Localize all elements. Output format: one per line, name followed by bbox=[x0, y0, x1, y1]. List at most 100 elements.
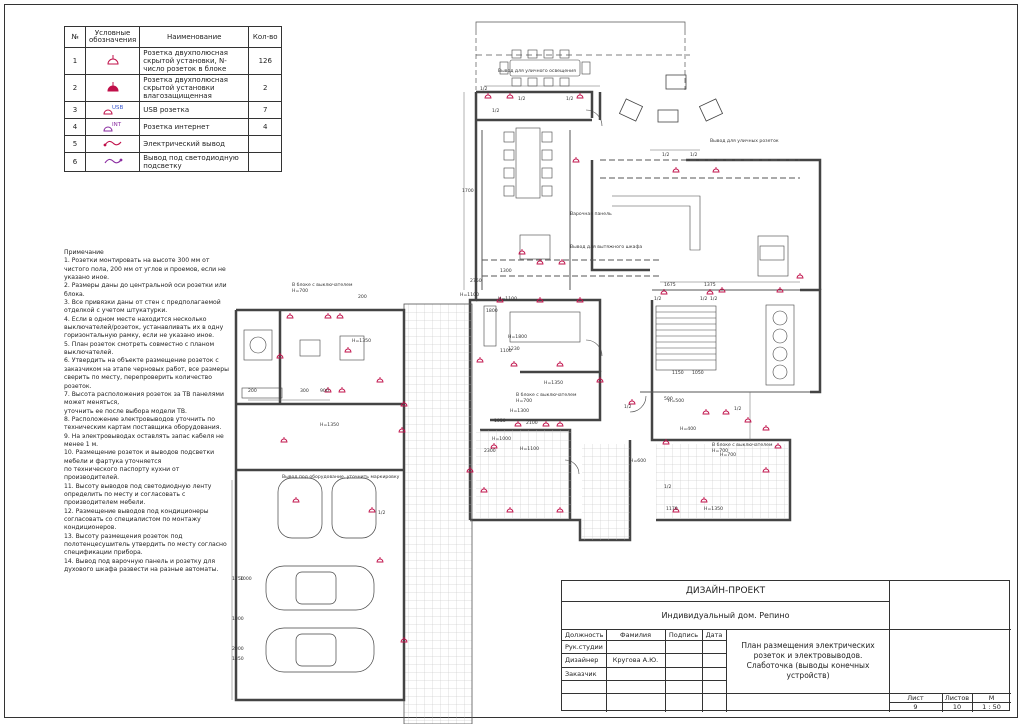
socket-marker bbox=[510, 361, 518, 367]
legend-qty: 126 bbox=[248, 47, 283, 75]
socket-marker bbox=[514, 421, 522, 427]
socket-marker bbox=[628, 399, 636, 405]
socket-marker bbox=[744, 417, 752, 423]
socket-marker bbox=[336, 313, 344, 319]
role-header: Должность bbox=[565, 630, 604, 639]
title-block: ДИЗАЙН-ПРОЕКТ Индивидуальный дом. Репино… bbox=[561, 580, 1011, 712]
note-line: уточнить ее после выбора модели ТВ. bbox=[64, 407, 187, 415]
socket-marker bbox=[572, 157, 580, 163]
socket-marker bbox=[518, 249, 526, 255]
dimension-label: 2100 bbox=[526, 420, 538, 426]
note-line: 4. Если в одном месте находится нескольк… bbox=[64, 315, 207, 323]
sheets-total: 10 bbox=[952, 703, 962, 711]
dimension-lines bbox=[231, 85, 800, 700]
note-line: по технического паспорту кухни от bbox=[64, 465, 180, 473]
dimension-label: 1/2 bbox=[566, 96, 573, 102]
socket-marker bbox=[576, 93, 584, 99]
sheets-label: Листов bbox=[944, 693, 970, 702]
tiled-bathroom bbox=[476, 430, 572, 518]
tiled-room bbox=[656, 444, 788, 518]
socket-marker bbox=[344, 347, 352, 353]
note-line: 10. Размещение розеток и выводов подсвет… bbox=[64, 449, 215, 457]
socket-marker bbox=[376, 557, 384, 563]
notes-block: Примечание 1. Розетки монтировать на выс… bbox=[64, 249, 232, 574]
note-line: 9. На электровыводах оставлять запас каб… bbox=[64, 432, 224, 440]
socket-marker bbox=[774, 443, 782, 449]
role-label: Заказчик bbox=[565, 669, 597, 678]
dimension-label: 1/2 bbox=[664, 484, 671, 490]
drawing-title: План размещения электрических розеток и … bbox=[741, 641, 875, 680]
note-line: спецификации прибора. bbox=[64, 549, 143, 557]
note-line: 5. План розеток смотреть совместно с пла… bbox=[64, 340, 215, 348]
dimension-label: 1/2 bbox=[710, 296, 717, 302]
socket-marker bbox=[536, 259, 544, 265]
note-line: отделкой с учетом штукатурки. bbox=[64, 307, 168, 315]
plan-label: Н=700 bbox=[516, 398, 532, 404]
dimension-label: 500 bbox=[664, 396, 673, 402]
note-line: менее 1 м. bbox=[64, 440, 99, 448]
signature-header: Подпись bbox=[668, 630, 699, 639]
plan-label: Н=700 bbox=[712, 448, 728, 454]
socket-marker bbox=[286, 313, 294, 319]
note-line: горизонтальную рамку, если не указано ин… bbox=[64, 332, 215, 340]
note-line: 13. Высоту размещения розеток под bbox=[64, 532, 183, 540]
note-line: согласовать со специалистом по монтажу bbox=[64, 516, 201, 523]
kitchen-equipment bbox=[483, 109, 647, 475]
led-outlet-icon bbox=[84, 152, 141, 172]
car bbox=[265, 565, 375, 611]
note-line: определить по месту и согласовать с bbox=[64, 490, 186, 498]
dimension-label: 1050 bbox=[692, 370, 704, 376]
socket-marker bbox=[292, 497, 300, 503]
socket-marker bbox=[400, 401, 408, 407]
legend-row: 4 INT Розетка интернет 4 bbox=[64, 118, 283, 136]
socket-marker bbox=[542, 421, 550, 427]
socket-marker bbox=[660, 289, 668, 295]
dimension-label: 1000 bbox=[232, 616, 244, 622]
outdoor-armchairs bbox=[618, 74, 724, 123]
dimension-label: 1170 bbox=[666, 506, 678, 512]
dimension-label: 1/2 bbox=[624, 404, 631, 410]
dimension-label: 1/2 bbox=[654, 296, 661, 302]
dimension-label: 1230 bbox=[508, 346, 520, 352]
socket-marker bbox=[556, 421, 564, 427]
scale-value: 1 : 50 bbox=[982, 703, 1001, 711]
dimension-label: 1850 bbox=[232, 656, 244, 662]
project-name: Индивидуальный дом. Репино bbox=[661, 610, 790, 620]
note-line: 6. Утвердить на объекте размещение розет… bbox=[64, 357, 219, 365]
height-label: Н=1100 bbox=[460, 292, 479, 298]
socket-marker bbox=[762, 467, 770, 473]
legend-qty: 2 bbox=[248, 74, 283, 102]
note-line: розеток. bbox=[64, 382, 92, 390]
height-label: Н=1350 bbox=[352, 338, 371, 344]
height-label: Н=1300 bbox=[510, 408, 529, 414]
plan-label: Н=700 bbox=[292, 288, 308, 294]
socket-marker bbox=[712, 167, 720, 173]
usb-symbol-text: USB bbox=[112, 105, 124, 111]
dimension-label: 2750 bbox=[470, 278, 482, 284]
socket-marker bbox=[506, 507, 514, 513]
dimension-label: 900 bbox=[320, 388, 329, 394]
company-name: ДИЗАЙН-ПРОЕКТ bbox=[685, 586, 766, 596]
dining-table bbox=[503, 127, 553, 199]
socket-marker bbox=[480, 487, 488, 493]
socket-marker bbox=[662, 439, 670, 445]
living-sofa bbox=[612, 195, 789, 277]
role-label: Рук.студии bbox=[565, 642, 603, 651]
socket-marker bbox=[576, 297, 584, 303]
int-symbol-text: INT bbox=[112, 122, 122, 128]
legend-name: Вывод под светодиодную подсветку bbox=[139, 152, 250, 172]
height-label: Н=700 bbox=[720, 452, 736, 458]
socket-marker bbox=[702, 409, 710, 415]
note-line: производителем мебели. bbox=[64, 499, 146, 507]
dimension-label: 300 bbox=[300, 388, 309, 394]
plan-label: Вывод для вытяжного шкафа bbox=[570, 244, 642, 250]
socket-marker bbox=[506, 93, 514, 99]
double-socket-icon bbox=[84, 47, 141, 75]
planter bbox=[765, 304, 795, 386]
dimension-label: 1/2 bbox=[492, 108, 499, 114]
tiled-terrace bbox=[403, 303, 473, 724]
notes-title: Примечание bbox=[64, 249, 104, 256]
plan-label: Варочная панель bbox=[570, 211, 612, 217]
car bbox=[265, 627, 375, 673]
